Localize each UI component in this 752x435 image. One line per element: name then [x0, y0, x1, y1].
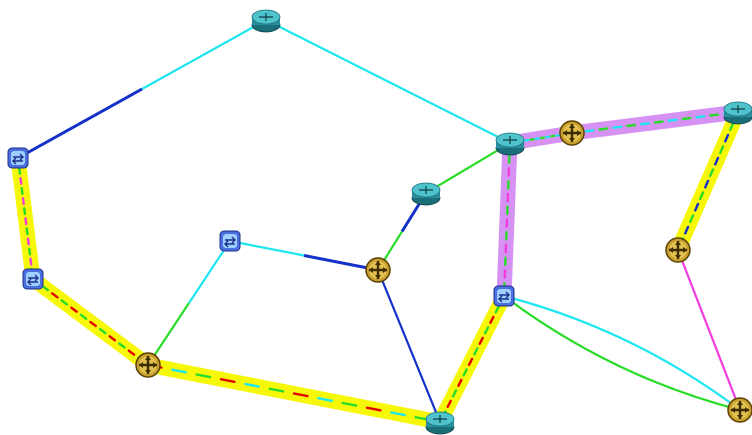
switch-icon-S2[interactable] [22, 268, 44, 290]
router-icon-R3[interactable] [411, 182, 441, 206]
switch-icon-S1[interactable] [7, 147, 29, 169]
router-icon-R5[interactable] [425, 411, 455, 435]
router-icon-R2[interactable] [495, 132, 525, 156]
link-R1-S1[interactable] [17, 19, 267, 160]
switch-icon-S4[interactable] [493, 285, 515, 307]
link-R1-R2[interactable] [265, 19, 511, 144]
link-S4-H5-a[interactable] [503, 294, 741, 411]
link-H1-S3[interactable] [147, 240, 231, 366]
link-S1-S2[interactable] [16, 156, 34, 276]
link-H2-R5[interactable] [376, 269, 442, 423]
link-S3-H2[interactable] [229, 239, 379, 272]
hub-icon-H2[interactable] [365, 257, 391, 283]
router-icon-R1[interactable] [251, 9, 281, 33]
link-S4-H5-b[interactable] [503, 295, 741, 412]
switch-icon-S3[interactable] [219, 230, 241, 252]
router-icon-R4[interactable] [723, 101, 752, 125]
hub-icon-H5[interactable] [727, 397, 752, 423]
link-H2-R3[interactable] [377, 192, 428, 271]
link-H4-H5[interactable] [676, 249, 742, 411]
nodes-layer [7, 9, 752, 435]
hub-icon-H1[interactable] [135, 352, 161, 378]
hub-icon-H3[interactable] [559, 120, 585, 146]
links-layer [16, 19, 742, 423]
link-R3-R2[interactable] [425, 142, 511, 194]
hub-icon-H4[interactable] [665, 237, 691, 263]
